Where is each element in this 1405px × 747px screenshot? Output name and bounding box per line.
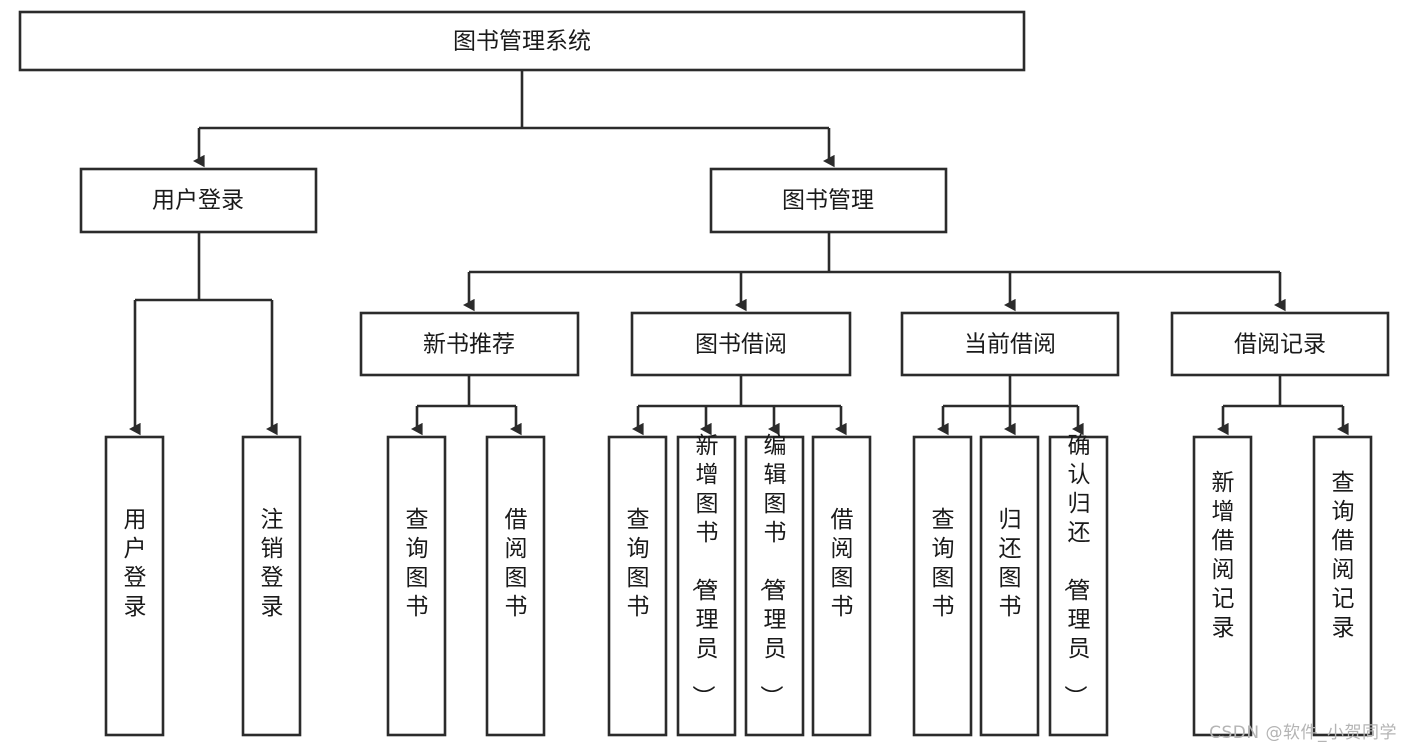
leaf-label-edit-book-admin: 编辑图书（管理员）: [758, 433, 787, 708]
csdn-watermark: CSDN @软件_小贺同学: [1209, 723, 1397, 743]
leaf-node-query-borrow-record[interactable]: 查询借阅记录: [1312, 435, 1373, 737]
leaf-node-add-book-admin[interactable]: 新增图书（管理员）: [676, 433, 737, 737]
leaf-label-add-book-admin: 新增图书（管理员）: [690, 433, 719, 708]
node-book-borrow[interactable]: 图书借阅: [630, 311, 852, 377]
leaf-box-edit-book-admin: [744, 435, 805, 737]
leaf-label-borrow-books-nbr: 借阅图书: [505, 507, 528, 620]
leaf-label-add-borrow-record: 新增借阅记录: [1212, 470, 1235, 641]
leaf-box-add-borrow-record: [1192, 435, 1253, 737]
leaf-label-borrow-books-bb: 借阅图书: [831, 507, 854, 620]
leaf-node-return-books[interactable]: 归还图书: [979, 435, 1040, 737]
connector-group-user-login: [129, 232, 278, 436]
leaf-label-logout: 注销登录: [261, 507, 284, 620]
node-box-user-login: [79, 167, 318, 234]
node-label-book-borrow: 图书借阅: [695, 332, 787, 358]
node-label-book-management-system: 图书管理系统: [453, 29, 591, 55]
leaf-label-confirm-return-admin: 确认归还（管理员）: [1062, 433, 1091, 708]
node-book-management[interactable]: 图书管理: [709, 167, 948, 234]
node-book-management-system[interactable]: 图书管理系统: [18, 10, 1026, 72]
leaf-label-return-books: 归还图书: [999, 507, 1022, 620]
leaf-node-borrow-books-bb[interactable]: 借阅图书: [811, 435, 872, 737]
leaf-label-query-books-bb: 查询图书: [627, 507, 650, 620]
leaf-node-logout[interactable]: 注销登录: [241, 435, 302, 737]
leaf-label-query-books-cb: 查询图书: [932, 507, 955, 620]
node-box-current-borrow: [900, 311, 1120, 377]
leaf-node-borrow-books-nbr[interactable]: 借阅图书: [485, 435, 546, 737]
leaf-box-logout: [241, 435, 302, 737]
connector-group-root: [193, 70, 835, 168]
node-box-book-borrow: [630, 311, 852, 377]
node-label-book-management: 图书管理: [782, 188, 874, 214]
leaf-box-query-books-nbr: [386, 435, 447, 737]
leaf-node-edit-book-admin[interactable]: 编辑图书（管理员）: [744, 433, 805, 737]
leaf-label-query-borrow-record: 查询借阅记录: [1332, 470, 1355, 641]
node-current-borrow[interactable]: 当前借阅: [900, 311, 1120, 377]
node-box-book-management-system: [18, 10, 1026, 72]
node-label-new-book-recommend: 新书推荐: [423, 332, 515, 358]
node-borrow-records[interactable]: 借阅记录: [1170, 311, 1390, 377]
connector-group-book-mgmt: [463, 232, 1286, 312]
node-label-borrow-records: 借阅记录: [1234, 332, 1326, 358]
node-new-book-recommend[interactable]: 新书推荐: [359, 311, 580, 377]
leaf-node-query-books-cb[interactable]: 查询图书: [912, 435, 973, 737]
leaf-label-query-books-nbr: 查询图书: [406, 507, 429, 620]
leaf-box-add-book-admin: [676, 435, 737, 737]
leaf-node-query-books-bb[interactable]: 查询图书: [607, 435, 668, 737]
leaf-node-query-books-nbr[interactable]: 查询图书: [386, 435, 447, 737]
leaf-node-add-borrow-record[interactable]: 新增借阅记录: [1192, 435, 1253, 737]
leaf-box-borrow-books-nbr: [485, 435, 546, 737]
node-box-borrow-records: [1170, 311, 1390, 377]
connector-group-new-book-rec: [411, 375, 522, 436]
connector-group-book-borrow: [632, 375, 847, 436]
leaf-box-return-books: [979, 435, 1040, 737]
leaf-box-user-login: [104, 435, 165, 737]
node-label-user-login: 用户登录: [152, 188, 244, 214]
node-box-book-management: [709, 167, 948, 234]
leaf-node-confirm-return-admin[interactable]: 确认归还（管理员）: [1048, 433, 1109, 737]
connector-group-borrow-records: [1217, 375, 1349, 436]
leaf-box-query-borrow-record: [1312, 435, 1373, 737]
node-box-new-book-recommend: [359, 311, 580, 377]
leaf-label-user-login: 用户登录: [124, 507, 147, 620]
leaf-box-query-books-bb: [607, 435, 668, 737]
node-label-current-borrow: 当前借阅: [964, 332, 1056, 358]
node-user-login[interactable]: 用户登录: [79, 167, 318, 234]
leaf-box-confirm-return-admin: [1048, 435, 1109, 737]
connector-group-current-borrow: [937, 375, 1084, 436]
leaf-node-user-login[interactable]: 用户登录: [104, 435, 165, 737]
leaf-box-borrow-books-bb: [811, 435, 872, 737]
leaf-box-query-books-cb: [912, 435, 973, 737]
